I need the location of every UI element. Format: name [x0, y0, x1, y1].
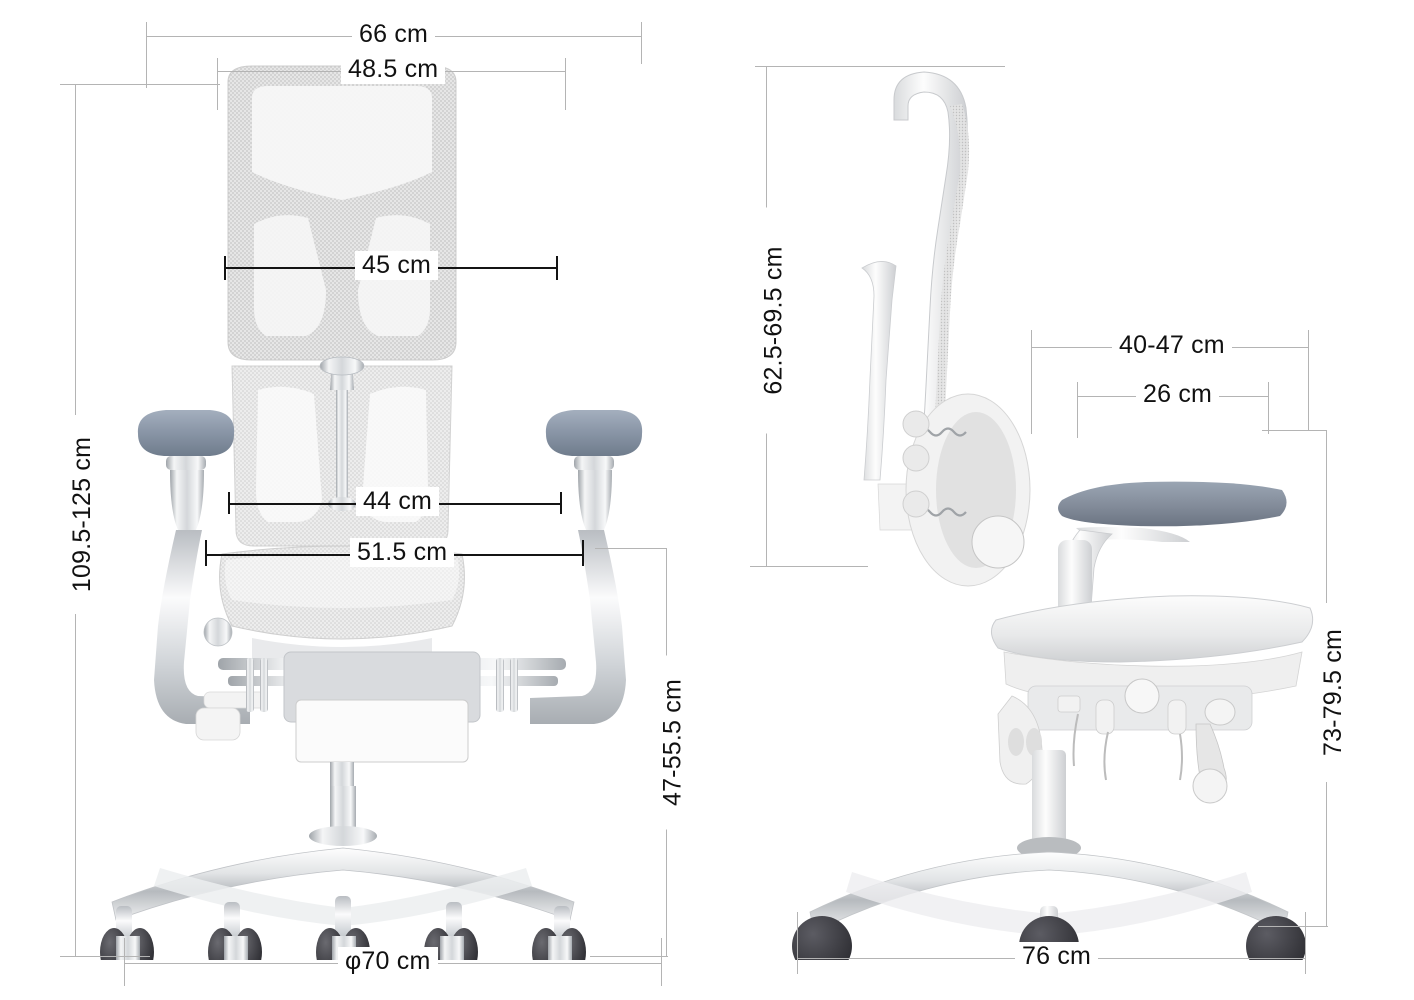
dim-label-base-depth: 76 cm [1015, 942, 1099, 971]
dim-extension-line [590, 956, 668, 957]
front-gas-cylinder [309, 786, 377, 846]
dim-extension-line [1258, 926, 1328, 927]
dim-label-seat-height: 47-55.5 cm [658, 655, 688, 830]
dim-extension-line [755, 66, 1005, 67]
dim-extension-line [797, 912, 798, 974]
dim-tick [205, 540, 207, 566]
dim-extension-line [60, 956, 150, 957]
dim-extension-line [661, 938, 662, 986]
dim-extension-line [146, 22, 147, 88]
dim-extension-line [1077, 382, 1078, 438]
dim-extension-line [1305, 912, 1306, 974]
dim-label-overall-height: 109.5-125 cm [68, 415, 97, 614]
dim-label-overall-width: 66 cm [352, 20, 436, 49]
dim-label-seat-width: 51.5 cm [350, 538, 455, 567]
dim-label-seat-inner-width: 44 cm [356, 487, 440, 516]
dim-label-armrest-depth: 26 cm [1136, 380, 1220, 409]
dim-label-backrest-width: 48.5 cm [341, 55, 446, 84]
dim-label-backrest-inner-width: 45 cm [355, 251, 439, 280]
dim-label-back-height: 73-79.5 cm [1319, 603, 1348, 782]
front-five-star-base [111, 847, 575, 948]
dim-extension-line [1268, 382, 1269, 434]
front-headrest-mesh [227, 65, 457, 361]
dim-label-backrest-height: 62.5-69.5 cm [759, 207, 789, 434]
dim-extension-line [1262, 430, 1327, 431]
dim-extension-line [641, 22, 642, 64]
dim-label-base-diameter: φ70 cm [338, 947, 438, 976]
dim-label-seat-depth: 40-47 cm [1112, 331, 1232, 360]
side-lumbar-support [902, 393, 1031, 587]
dim-extension-line [1308, 330, 1309, 430]
dim-extension-line [1031, 330, 1032, 434]
dim-extension-line [565, 58, 566, 110]
side-under-seat-controls [997, 678, 1253, 804]
dim-tick [582, 540, 584, 566]
front-armrest-left [137, 410, 267, 724]
dim-extension-line [750, 566, 868, 567]
front-tilt-mechanism [195, 617, 566, 788]
dim-extension-line [124, 938, 125, 986]
front-backrest-mesh [231, 356, 453, 547]
side-view-illustration [792, 71, 1314, 960]
dim-extension-line [60, 84, 220, 85]
dim-extension-line [595, 548, 667, 549]
front-armrest-right [530, 410, 643, 724]
